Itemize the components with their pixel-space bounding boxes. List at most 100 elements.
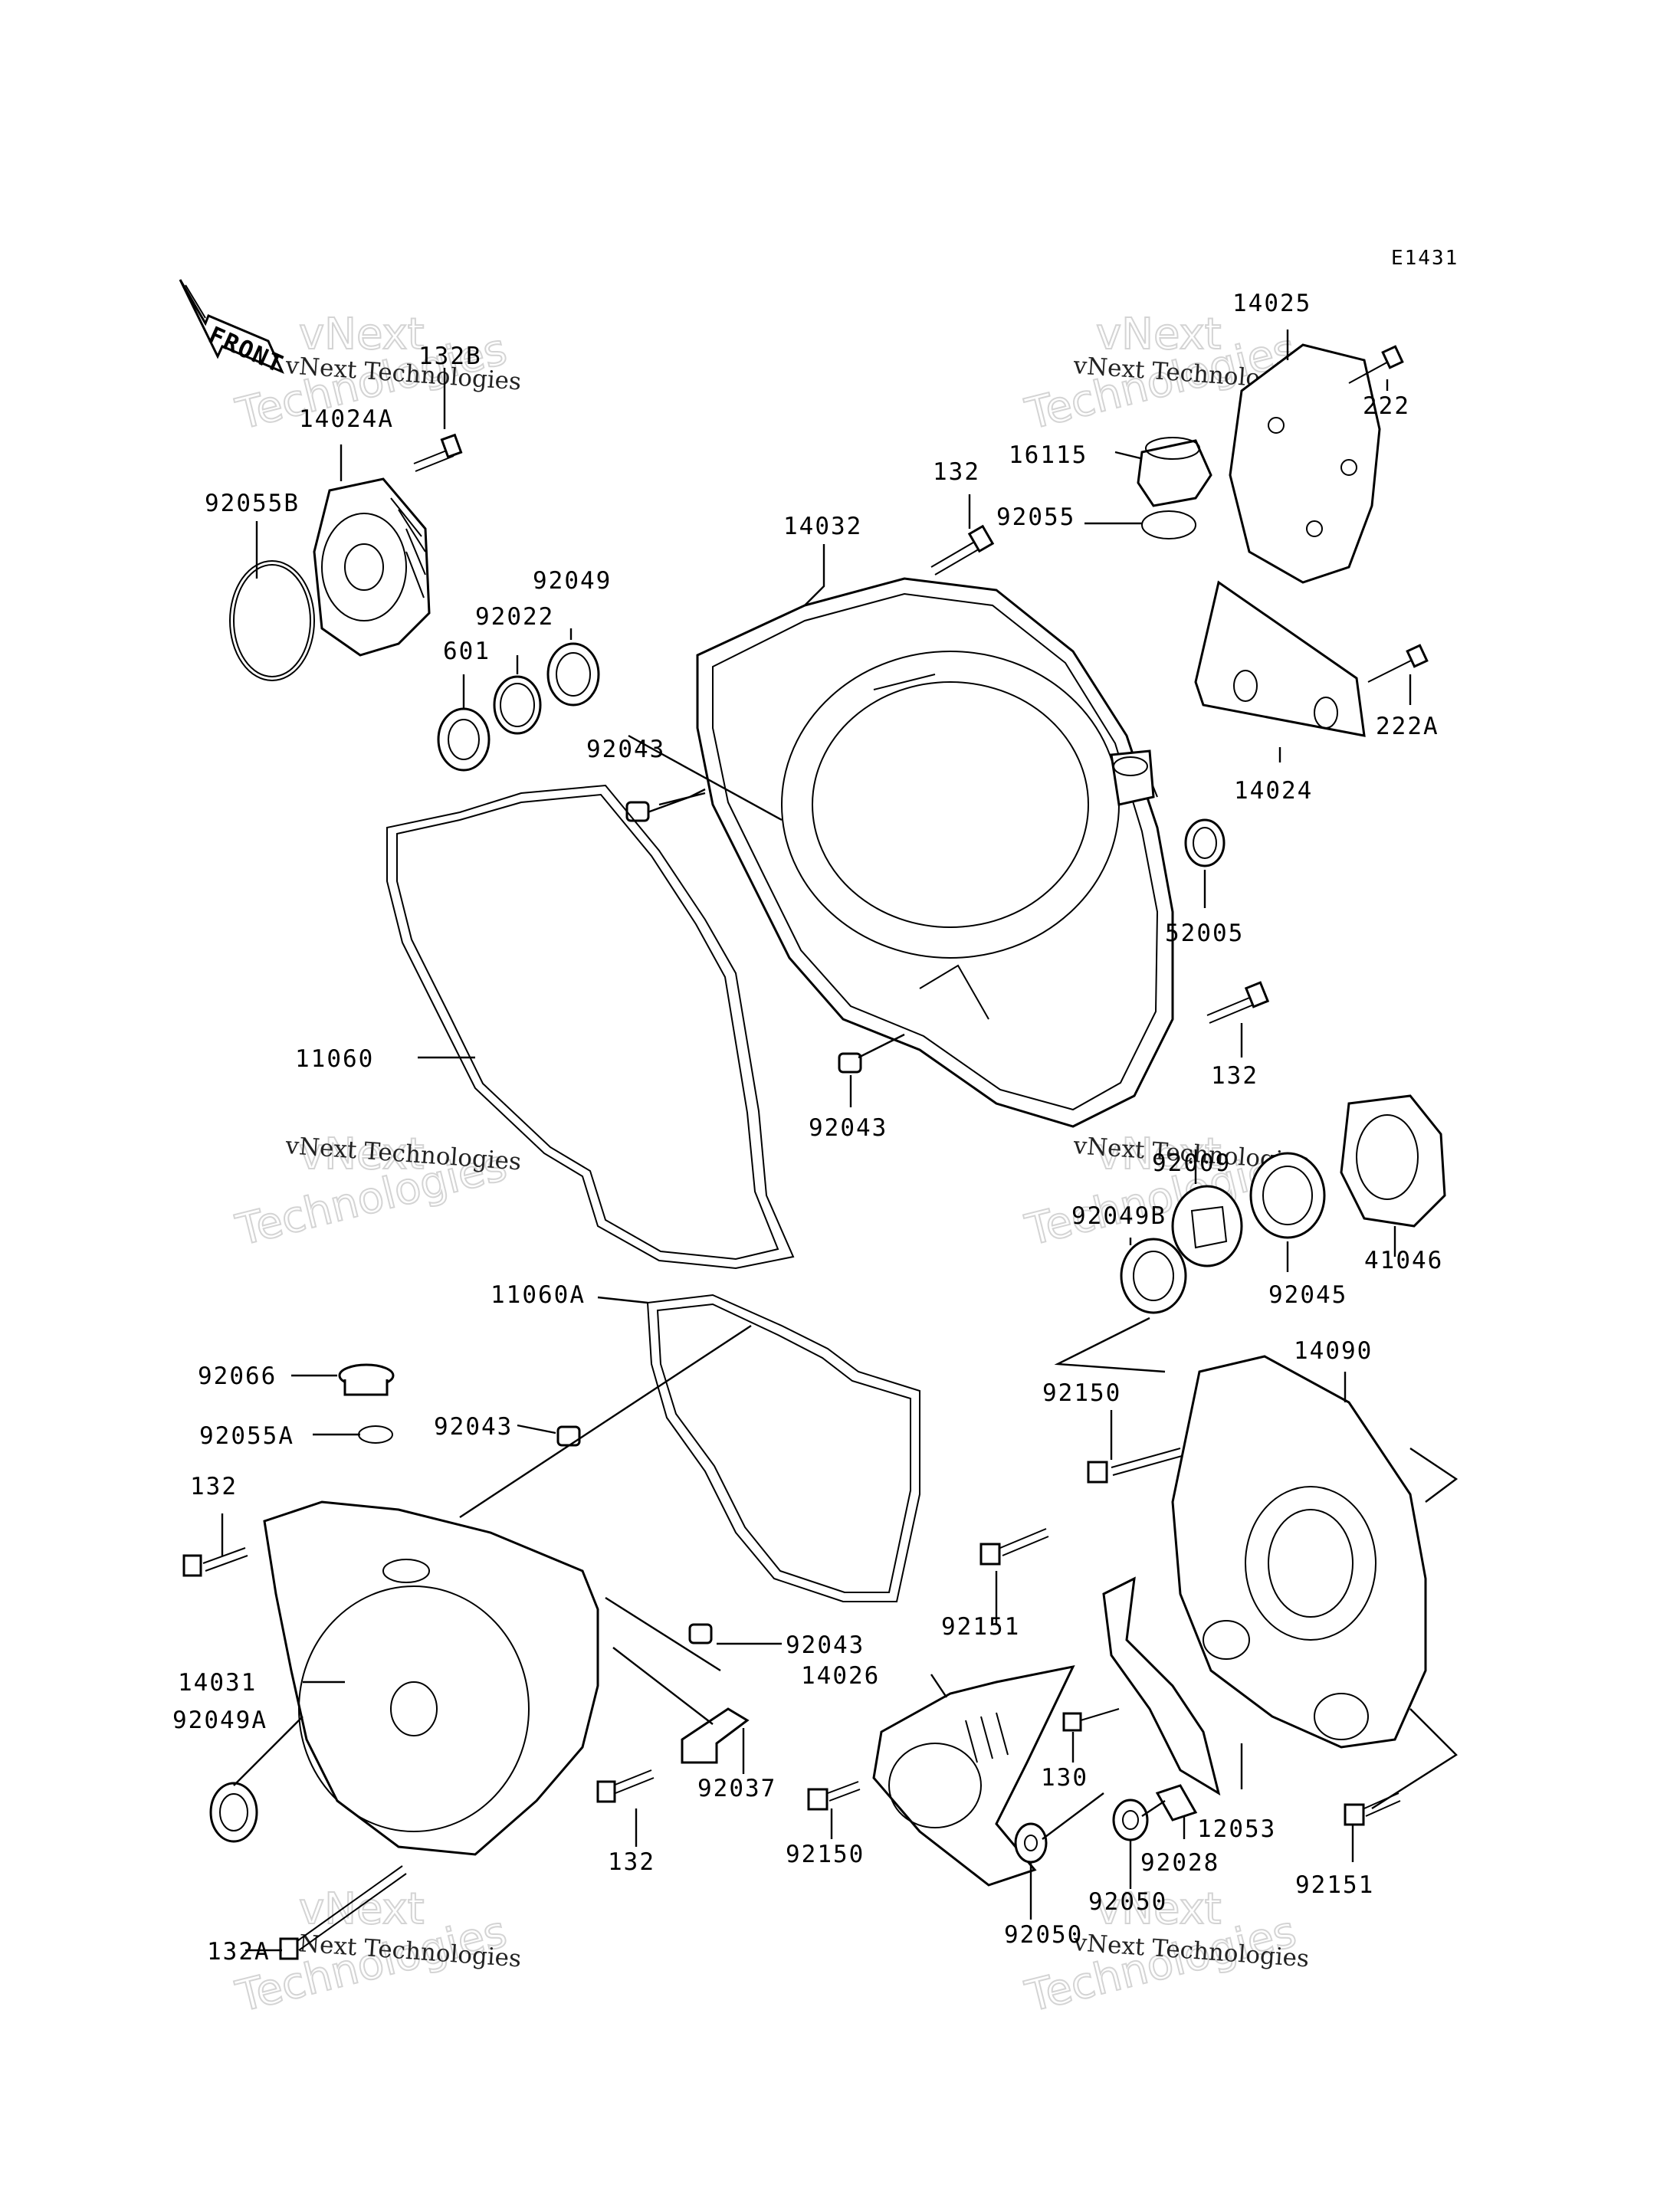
oring-92055 xyxy=(1141,510,1196,539)
washer-92050-a xyxy=(1014,1822,1048,1864)
dowel-92043-c xyxy=(556,1425,581,1447)
bearing-92045 xyxy=(1249,1152,1326,1239)
label-14031: 14031 xyxy=(178,1669,257,1697)
screw-222 xyxy=(1348,345,1404,384)
label-92049A: 92049A xyxy=(172,1707,267,1734)
label-132B: 132B xyxy=(418,343,482,370)
guide-12053 xyxy=(1102,1576,1221,1796)
watermark-vnext: vNext xyxy=(299,310,425,359)
label-92022: 92022 xyxy=(475,603,554,631)
label-132-b: 132 xyxy=(1211,1062,1258,1090)
label-92043-d: 92043 xyxy=(786,1631,865,1659)
watermark-vnext: vNext xyxy=(1096,1130,1222,1179)
label-132-c: 132 xyxy=(190,1473,238,1500)
label-14025: 14025 xyxy=(1232,290,1311,317)
dowel-92043-d xyxy=(688,1623,713,1644)
front-label: FRONT xyxy=(205,321,288,379)
diagram-code: E1431 xyxy=(1391,247,1459,270)
label-11060: 11060 xyxy=(295,1045,374,1073)
seal-52005 xyxy=(1184,818,1226,867)
gasket-11060 xyxy=(386,784,795,1270)
bearing-601 xyxy=(437,707,491,772)
label-92055B: 92055B xyxy=(205,490,300,517)
bolt-130 xyxy=(1062,1708,1120,1732)
watermark-vnext: vNext xyxy=(1096,310,1222,359)
label-92037: 92037 xyxy=(697,1775,776,1802)
label-14026: 14026 xyxy=(801,1662,880,1690)
cover-14024 xyxy=(1194,580,1366,737)
label-92050-a: 92050 xyxy=(1088,1888,1167,1916)
label-11060A: 11060A xyxy=(491,1281,586,1309)
leader-lines xyxy=(221,330,1459,1952)
cover-14032 xyxy=(696,577,1174,1128)
gear-92009 xyxy=(1171,1185,1243,1267)
part-labels: 132B 14024A 92055B 92049 92022 601 92043… xyxy=(172,290,1443,1966)
seal-92049A xyxy=(209,1782,258,1843)
label-14032: 14032 xyxy=(783,513,862,540)
bolt-132-a xyxy=(930,524,995,575)
label-92151-a: 92151 xyxy=(941,1613,1020,1641)
label-92049B: 92049B xyxy=(1071,1202,1166,1230)
label-92150-a: 92150 xyxy=(1042,1379,1121,1407)
dowel-92043-a xyxy=(625,801,650,822)
label-14024: 14024 xyxy=(1234,777,1313,805)
bolt-92151-a xyxy=(979,1528,1049,1566)
bolt-92150-b xyxy=(807,1781,861,1811)
bolt-92150-a xyxy=(1087,1448,1183,1484)
bolt-132-b xyxy=(1206,981,1270,1024)
bolt-132B-head xyxy=(440,433,463,459)
gasket-11060A xyxy=(646,1294,920,1602)
plug-92066 xyxy=(338,1363,395,1396)
label-92150-b: 92150 xyxy=(786,1841,865,1868)
watermark-vnext: vNext xyxy=(299,1884,425,1934)
label-92009: 92009 xyxy=(1152,1149,1231,1177)
label-14024A: 14024A xyxy=(299,405,394,433)
label-92050-b: 92050 xyxy=(1004,1921,1083,1949)
seal-92049B xyxy=(1120,1238,1187,1314)
label-222A: 222A xyxy=(1376,713,1439,740)
bolt-132-d xyxy=(596,1769,655,1803)
case-14090 xyxy=(1171,1355,1427,1749)
label-92066: 92066 xyxy=(198,1362,277,1390)
dowel-92043-b xyxy=(838,1052,862,1074)
label-92043-c: 92043 xyxy=(434,1413,513,1441)
label-132A: 132A xyxy=(207,1938,271,1966)
housing-41046 xyxy=(1340,1094,1446,1228)
cover-14024A xyxy=(313,477,431,657)
label-16115: 16115 xyxy=(1009,441,1088,469)
ring-92022 xyxy=(493,675,542,735)
plate-14025 xyxy=(1229,343,1381,584)
cover-14031 xyxy=(263,1500,599,1856)
label-92049: 92049 xyxy=(533,567,612,595)
label-92055: 92055 xyxy=(996,503,1075,531)
cap-16115 xyxy=(1137,437,1212,507)
screw-222A xyxy=(1367,644,1429,683)
label-92045: 92045 xyxy=(1268,1281,1347,1309)
label-130: 130 xyxy=(1041,1764,1088,1792)
label-92055A: 92055A xyxy=(199,1422,294,1450)
bolt-132A xyxy=(279,1865,407,1960)
label-12053: 12053 xyxy=(1197,1815,1276,1843)
label-14090: 14090 xyxy=(1294,1337,1373,1365)
label-92151-b: 92151 xyxy=(1295,1871,1374,1899)
label-41046: 41046 xyxy=(1364,1247,1443,1274)
bolt-132-c xyxy=(182,1547,248,1577)
label-132-a: 132 xyxy=(933,458,980,486)
gasket-11060A-inner xyxy=(656,1303,911,1593)
watermark-bottom-left: vNext Technologies vNext Technologies xyxy=(231,1884,522,2023)
oring-92055A xyxy=(358,1425,393,1444)
label-132-d: 132 xyxy=(608,1848,655,1876)
watermark-vnext: vNext xyxy=(1096,1884,1222,1934)
label-92043-a: 92043 xyxy=(586,736,665,763)
label-92043-b: 92043 xyxy=(809,1114,888,1142)
gasket-11060-inner xyxy=(396,793,779,1261)
label-92028: 92028 xyxy=(1140,1849,1219,1877)
watermark-middle-left: vNext Technologies vNext Technologies xyxy=(231,1129,522,1257)
seal-92049 xyxy=(546,642,600,707)
bolt-92151-b xyxy=(1344,1792,1401,1826)
collar-92028 xyxy=(1155,1784,1198,1822)
oring-92055B-inner xyxy=(233,564,311,677)
label-52005: 52005 xyxy=(1165,920,1244,947)
bracket-92037 xyxy=(681,1707,750,1764)
washer-92050-b xyxy=(1112,1799,1149,1841)
